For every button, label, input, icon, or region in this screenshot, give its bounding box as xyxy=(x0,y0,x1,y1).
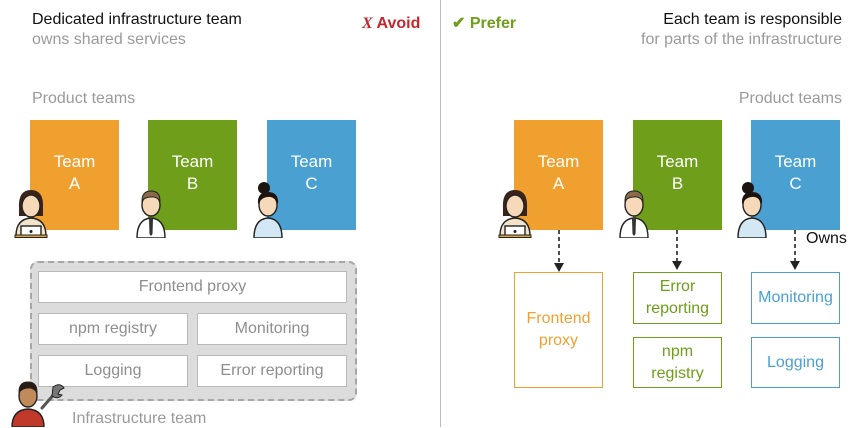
left-team-a: Team A xyxy=(30,120,119,230)
right-subtitle: for parts of the infrastructure xyxy=(641,31,842,48)
owns-label: Owns xyxy=(806,230,847,247)
team-label: Team xyxy=(171,152,214,171)
prefer-badge: ✔ Prefer xyxy=(452,14,516,34)
left-service-logging: Logging xyxy=(38,355,188,387)
left-product-teams-label: Product teams xyxy=(32,90,136,107)
left-service-monitoring: Monitoring xyxy=(197,313,347,345)
left-title: Dedicated infrastructure team xyxy=(32,11,242,28)
team-letter: A xyxy=(68,174,81,193)
x-mark-icon: X xyxy=(362,15,373,32)
service-text: Monitoring xyxy=(758,289,833,306)
service-text: Frontend xyxy=(526,310,591,327)
woman-with-laptop-icon xyxy=(498,190,532,238)
service-text: npm xyxy=(661,342,694,360)
team-label: Team xyxy=(53,152,96,171)
right-service-error-reporting: Error reporting xyxy=(633,272,722,324)
service-text: Logging xyxy=(767,353,824,371)
team-letter: C xyxy=(789,174,802,193)
man-with-tie-icon xyxy=(136,190,166,238)
service-text: proxy xyxy=(538,332,579,349)
avoid-badge: X Avoid xyxy=(362,14,420,34)
right-service-npm-registry: npm registry xyxy=(633,337,722,388)
team-label: Team xyxy=(656,152,699,171)
team-letter: A xyxy=(552,174,565,193)
avoid-label: Avoid xyxy=(376,15,421,32)
service-text: Error xyxy=(659,278,696,295)
right-service-monitoring: Monitoring xyxy=(751,272,840,324)
panel-divider xyxy=(440,0,441,427)
team-label: Team xyxy=(290,152,333,171)
woman-with-bun-icon xyxy=(253,182,283,238)
right-title: Each team is responsible xyxy=(663,11,842,28)
ownership-arrow-b xyxy=(672,230,682,270)
right-service-logging: Logging xyxy=(751,337,840,388)
left-service-error-reporting: Error reporting xyxy=(197,355,347,387)
team-letter: B xyxy=(186,174,199,193)
service-text: reporting xyxy=(645,300,710,317)
infrastructure-engineer-icon xyxy=(11,381,65,427)
left-service-frontend-proxy: Frontend proxy xyxy=(38,271,347,303)
check-mark-icon: ✔ xyxy=(452,15,466,32)
left-subtitle: owns shared services xyxy=(32,31,186,48)
man-with-tie-icon xyxy=(619,190,649,238)
woman-with-laptop-icon xyxy=(14,190,48,238)
right-product-teams-label: Product teams xyxy=(738,90,842,107)
ownership-arrow-c xyxy=(790,230,800,270)
right-team-b: Team B xyxy=(633,120,722,230)
right-service-frontend-proxy: Frontend proxy xyxy=(514,272,603,388)
right-team-c: Team C xyxy=(751,120,840,230)
team-letter: B xyxy=(671,174,684,193)
left-team-c: Team C xyxy=(267,120,356,230)
woman-with-bun-icon xyxy=(737,182,767,238)
infrastructure-team-label: Infrastructure team xyxy=(72,410,207,427)
left-service-npm-registry: npm registry xyxy=(38,313,188,345)
team-label: Team xyxy=(537,152,580,171)
ownership-arrow-a xyxy=(554,230,564,272)
prefer-label: Prefer xyxy=(469,15,517,32)
team-label: Team xyxy=(774,152,817,171)
right-team-a: Team A xyxy=(514,120,603,230)
left-team-b: Team B xyxy=(148,120,237,230)
service-text: registry xyxy=(651,364,704,382)
team-letter: C xyxy=(305,174,318,193)
